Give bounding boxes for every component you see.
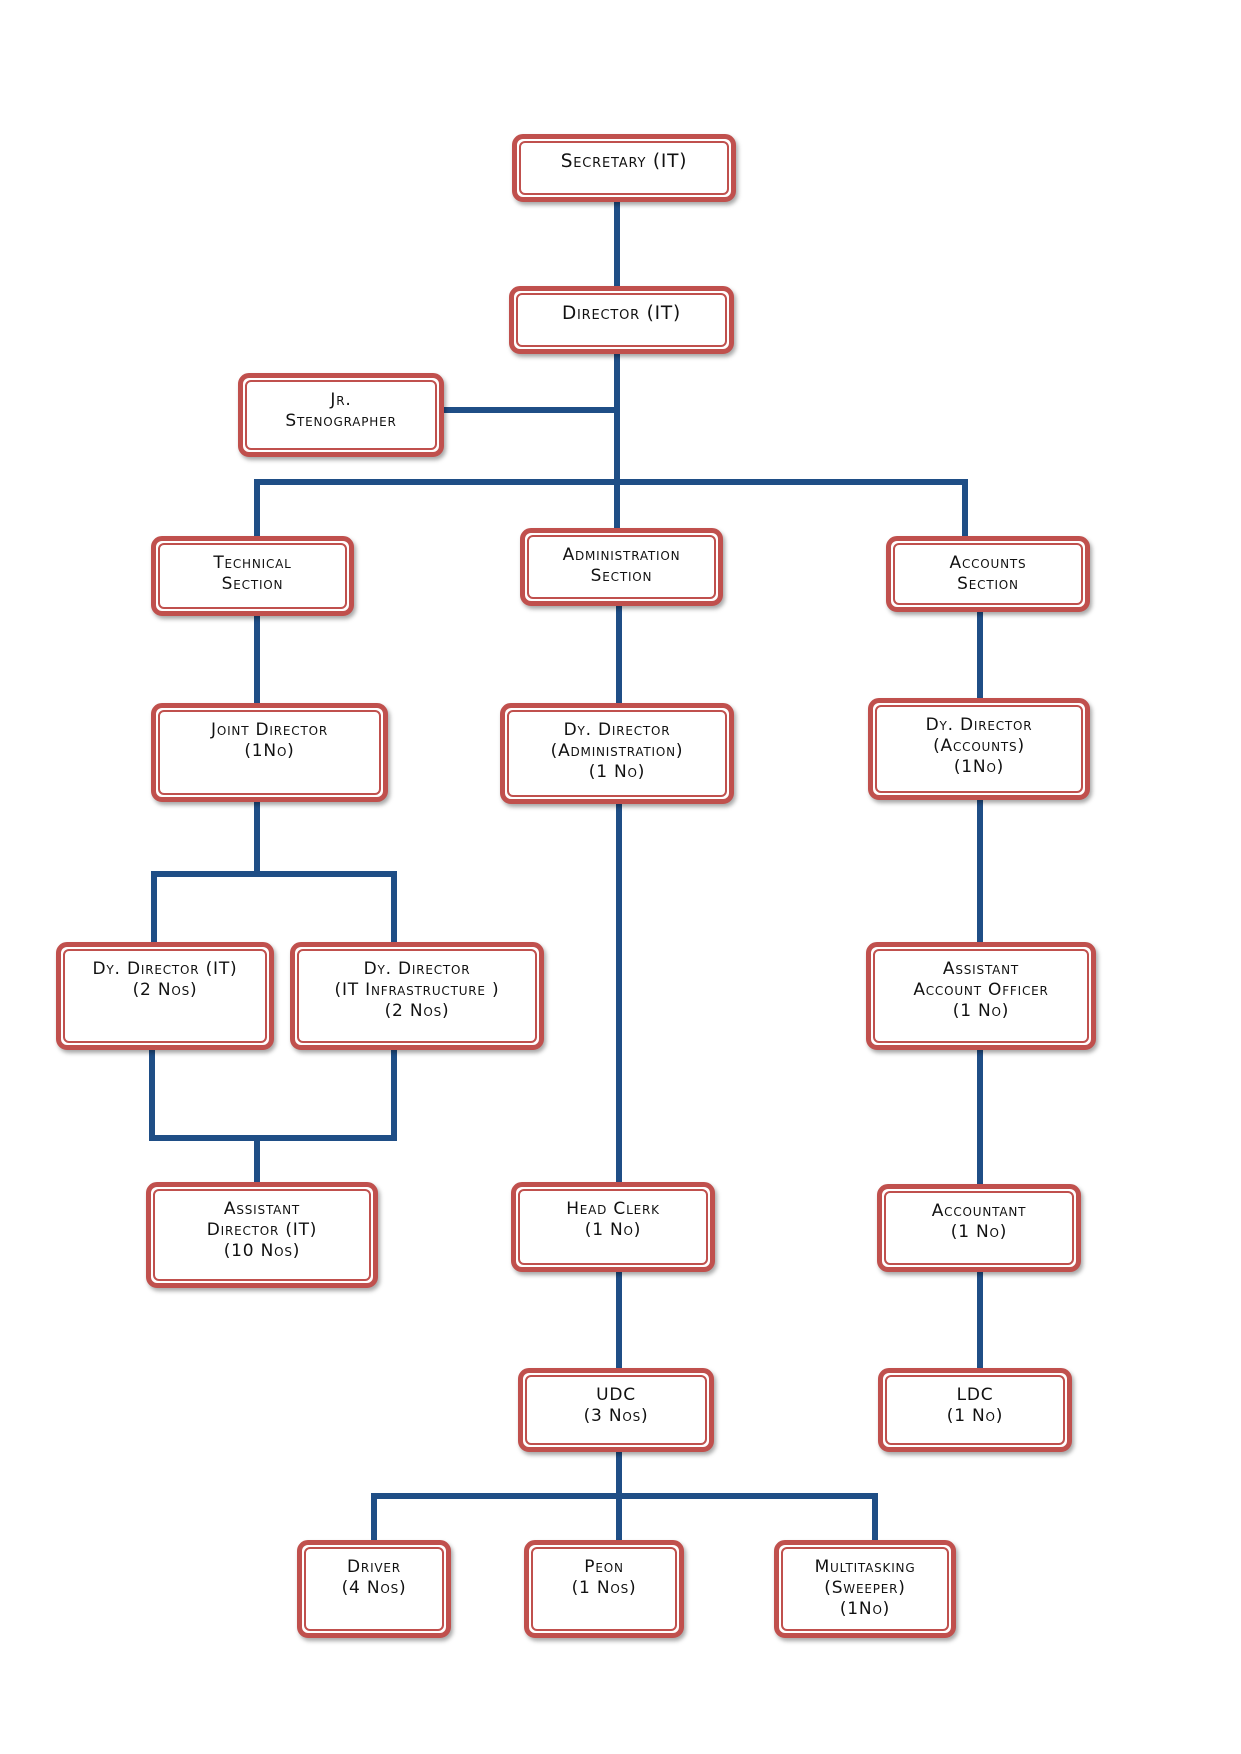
dy-director-it-line-2: (2 Nos): [132, 980, 198, 1000]
dy-director-it-line-1: Dy. Director (IT): [92, 959, 238, 979]
dy-director-accounts-line-3: (1No): [953, 757, 1005, 777]
ldc-box: LDC (1 No): [878, 1368, 1072, 1452]
sections-branch-link: [254, 479, 968, 541]
ldc-line-1: LDC: [956, 1385, 994, 1405]
multitasking-sweeper-box-inner: Multitasking (Sweeper) (1No): [781, 1547, 949, 1631]
technical-section-line-2: Section: [221, 574, 284, 594]
dy-director-accounts-box: Dy. Director (Accounts) (1No): [868, 698, 1090, 800]
udc-box-inner: UDC (3 Nos): [525, 1375, 707, 1445]
accounts-section-line-2: Section: [957, 574, 1019, 594]
joint-director-box-inner: Joint Director (1No): [158, 710, 381, 795]
driver-line-2: (4 Nos): [341, 1578, 407, 1598]
director-box: Director (IT): [509, 286, 734, 354]
multitasking-sweeper-line-1: Multitasking: [814, 1557, 916, 1577]
administration-section-line-1: Administration: [562, 545, 681, 565]
dy-director-accounts-line-1: Dy. Director: [925, 715, 1033, 735]
assistant-account-officer-box: Assistant Account Officer (1 No): [866, 942, 1096, 1050]
jr-stenographer-box: Jr. Stenographer: [238, 373, 444, 457]
assistant-director-it-line-1: Assistant: [223, 1199, 301, 1219]
driver-line-1: Driver: [347, 1557, 401, 1577]
multitasking-sweeper-line-2: (Sweeper): [824, 1578, 906, 1598]
joint-director-line-2: (1No): [244, 741, 295, 761]
administration-section-line-2: Section: [590, 566, 653, 586]
dy-director-it-infra-box: Dy. Director (IT Infrastructure ) (2 Nos…: [290, 942, 544, 1050]
head-clerk-line-1: Head Clerk: [566, 1199, 660, 1219]
accounts-section-line-1: Accounts: [949, 553, 1027, 573]
assistant-director-it-box: Assistant Director (IT) (10 Nos): [146, 1182, 378, 1288]
director-title: Director (IT): [561, 303, 682, 324]
dy-director-admin-line-1: Dy. Director: [563, 720, 671, 740]
administration-section-box-inner: Administration Section: [527, 535, 716, 599]
jr-stenographer-box-inner: Jr. Stenographer: [245, 380, 437, 450]
jr-stenographer-line-1: Jr.: [330, 390, 352, 410]
assistant-account-officer-line-3: (1 No): [952, 1001, 1010, 1021]
driver-box-inner: Driver (4 Nos): [304, 1547, 444, 1631]
assistant-account-officer-box-inner: Assistant Account Officer (1 No): [873, 949, 1089, 1043]
accounts-section-box-inner: Accounts Section: [893, 543, 1083, 605]
dy-director-it-infra-line-1: Dy. Director: [363, 959, 471, 979]
technical-section-box: Technical Section: [151, 536, 354, 616]
technical-section-box-inner: Technical Section: [158, 543, 347, 609]
administration-section-box: Administration Section: [520, 528, 723, 606]
secretary-title: Secretary (IT): [560, 151, 688, 172]
multitasking-sweeper-box: Multitasking (Sweeper) (1No): [774, 1540, 956, 1638]
driver-box: Driver (4 Nos): [297, 1540, 451, 1638]
secretary-box-inner: Secretary (IT): [519, 141, 729, 195]
peon-line-2: (1 Nos): [571, 1578, 637, 1598]
head-clerk-box: Head Clerk (1 No): [511, 1182, 715, 1272]
multitasking-sweeper-line-3: (1No): [839, 1599, 891, 1619]
head-clerk-box-inner: Head Clerk (1 No): [518, 1189, 708, 1265]
udc-line-2: (3 Nos): [583, 1406, 649, 1426]
accountant-line-2: (1 No): [950, 1222, 1008, 1242]
udc-branch-link: [371, 1493, 878, 1551]
dy-director-accounts-line-2: (Accounts): [933, 736, 1025, 756]
accounts-section-box: Accounts Section: [886, 536, 1090, 612]
joint-director-line-1: Joint Director: [211, 720, 328, 740]
dy-director-it-infra-line-3: (2 Nos): [384, 1001, 450, 1021]
director-box-inner: Director (IT): [516, 293, 727, 347]
assistant-director-it-line-3: (10 Nos): [223, 1241, 301, 1261]
secretary-box: Secretary (IT): [512, 134, 736, 202]
ldc-line-2: (1 No): [946, 1406, 1004, 1426]
accountant-line-1: Accountant: [931, 1201, 1027, 1221]
dy-director-it-infra-line-2: (IT Infrastructure ): [334, 980, 500, 1000]
joint-director-branch-link: [151, 797, 397, 949]
ldc-box-inner: LDC (1 No): [885, 1375, 1065, 1445]
peon-box: Peon (1 Nos): [524, 1540, 684, 1638]
udc-box: UDC (3 Nos): [518, 1368, 714, 1452]
dy-director-admin-line-2: (Administration): [550, 741, 684, 761]
dy-director-admin-line-3: (1 No): [588, 762, 646, 782]
jr-stenographer-line-2: Stenographer: [285, 411, 397, 431]
dy-director-it-infra-box-inner: Dy. Director (IT Infrastructure ) (2 Nos…: [297, 949, 537, 1043]
dy-director-it-box: Dy. Director (IT) (2 Nos): [56, 942, 274, 1050]
udc-line-1: UDC: [596, 1385, 636, 1405]
peon-line-1: Peon: [584, 1557, 624, 1577]
accountant-box: Accountant (1 No): [877, 1184, 1081, 1272]
dy-director-accounts-box-inner: Dy. Director (Accounts) (1No): [875, 705, 1083, 793]
assistant-account-officer-line-2: Account Officer: [913, 980, 1049, 1000]
peon-box-inner: Peon (1 Nos): [531, 1547, 677, 1631]
assistant-director-it-line-2: Director (IT): [206, 1220, 318, 1240]
head-clerk-line-2: (1 No): [584, 1220, 642, 1240]
assistant-director-it-box-inner: Assistant Director (IT) (10 Nos): [153, 1189, 371, 1281]
dy-director-it-box-inner: Dy. Director (IT) (2 Nos): [63, 949, 267, 1043]
accountant-box-inner: Accountant (1 No): [884, 1191, 1074, 1265]
dy-directors-merge-link: [149, 1045, 397, 1195]
technical-section-line-1: Technical: [213, 553, 292, 573]
dy-director-admin-box-inner: Dy. Director (Administration) (1 No): [507, 710, 727, 797]
assistant-account-officer-line-1: Assistant: [942, 959, 1020, 979]
joint-director-box: Joint Director (1No): [151, 703, 388, 802]
dy-director-admin-box: Dy. Director (Administration) (1 No): [500, 703, 734, 804]
